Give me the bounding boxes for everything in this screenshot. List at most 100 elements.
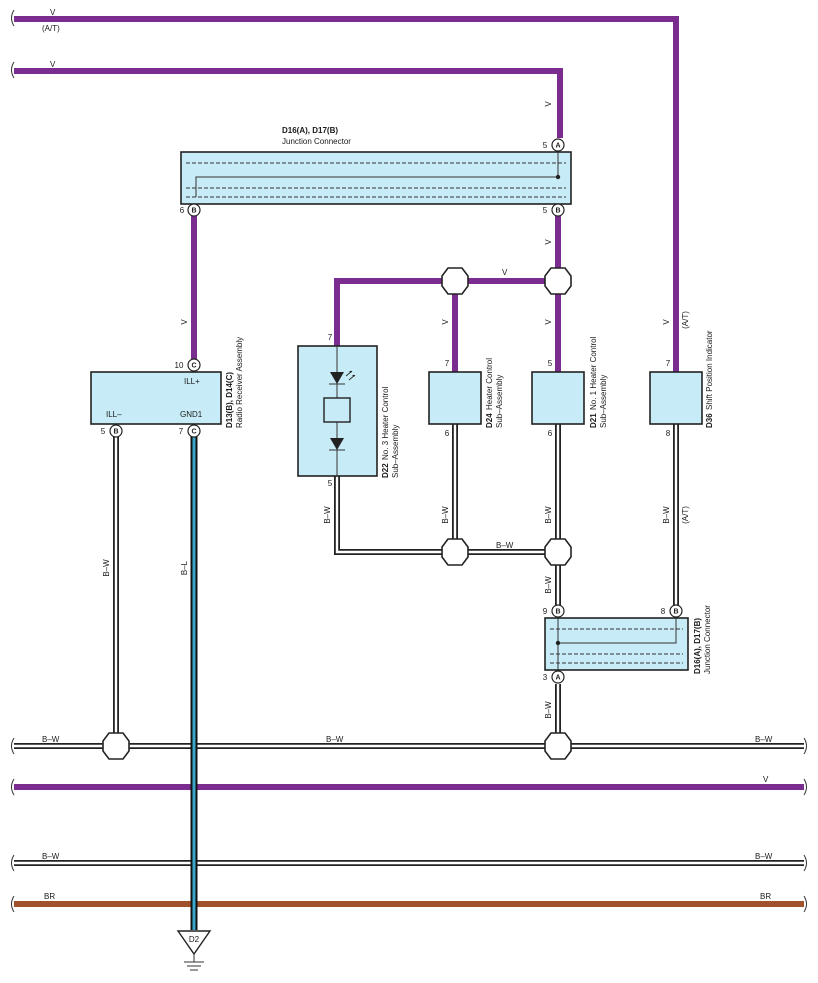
splice-bus-left <box>102 732 130 760</box>
label-bw-jc-out: B–W <box>544 701 553 719</box>
label-at-d36: (A/T) <box>681 311 690 329</box>
label-v-jc-in: V <box>544 101 553 107</box>
splice-bus-right <box>544 732 572 760</box>
d24-name2: Sub–Assembly <box>495 375 504 428</box>
jc-bot-conn-b-right: B <box>673 609 678 616</box>
label-br-left: BR <box>44 892 55 901</box>
switch-icon <box>323 397 351 423</box>
radio-pin-10: 10 <box>175 361 184 370</box>
label-bw-bus1-mid: B–W <box>326 735 344 744</box>
wire-v-d22 <box>334 278 442 346</box>
label-bw-d24: B–W <box>441 506 450 524</box>
label-bw-d22: B–W <box>323 506 332 524</box>
label-at-top: (A/T) <box>42 24 60 33</box>
d24-id: D24 <box>485 413 494 428</box>
splice-d24 <box>441 267 469 295</box>
splice-d21 <box>544 267 572 295</box>
radio-ill-minus: ILL– <box>106 410 122 419</box>
d22-pin-7: 7 <box>328 333 333 342</box>
wire-v-at <box>14 16 679 372</box>
d36-id: D36 <box>705 413 714 428</box>
label-v-second: V <box>50 60 56 69</box>
jc-bot-pin-3: 3 <box>543 673 548 682</box>
radio-gnd1: GND1 <box>180 410 203 419</box>
wire-labels: V (A/T) V V V V V V V V (A/T) B–W B–W B–… <box>42 8 773 901</box>
label-v-bus-right: V <box>763 775 769 784</box>
diode-icon <box>330 438 344 450</box>
label-bw-horizontal: B–W <box>496 541 514 550</box>
label-v-d36: V <box>662 319 671 325</box>
d22-heater-control: 7 5 D22 No. 3 Heater Control Sub–Assembl… <box>297 333 400 488</box>
jc-bot-subtitle: Junction Connector <box>703 605 712 674</box>
d21-name: No. 1 Heater Control <box>589 336 598 410</box>
violet-wires <box>14 16 804 790</box>
label-bw-bus1-right: B–W <box>755 735 773 744</box>
splice-bw-d24 <box>441 538 469 566</box>
bw-wires <box>14 424 804 866</box>
d24-pin-7: 7 <box>445 359 450 368</box>
splice-bw-d21 <box>544 538 572 566</box>
radio-title: D13(B), D14(C) <box>225 372 234 428</box>
radio-conn-c-top: C <box>191 363 196 370</box>
label-bw-jc-in: B–W <box>544 576 553 594</box>
radio-conn-b: B <box>113 429 118 436</box>
d36-name: Shift Position Indicator <box>705 330 714 410</box>
d21-name2: Sub–Assembly <box>599 375 608 428</box>
radio-ill-plus: ILL+ <box>184 377 200 386</box>
radio-pin-7: 7 <box>179 427 184 436</box>
radio-conn-c-bottom: C <box>191 429 196 436</box>
label-bw-bus2-right: B–W <box>755 852 773 861</box>
ground-d2: D2 <box>176 930 212 971</box>
jc-top-subtitle: Junction Connector <box>282 137 351 146</box>
label-v-radio: V <box>180 319 189 325</box>
wire-break-marks <box>11 9 807 913</box>
label-bw-bus2-left: B–W <box>42 852 60 861</box>
d24-name: Heater Control <box>485 358 494 410</box>
ground-icon <box>176 930 212 956</box>
d22-id: D22 <box>381 463 390 478</box>
radio-pin-5: 5 <box>101 427 106 436</box>
d21-heater-control: 5 6 D21 No. 1 Heater Control Sub–Assembl… <box>531 336 608 438</box>
d21-id: D21 <box>589 413 598 428</box>
d22-pin-5: 5 <box>328 479 333 488</box>
jc-top-pin-6: 6 <box>180 206 185 215</box>
jc-top-conn-b-right: B <box>555 208 560 215</box>
d36-shift-position-indicator: 7 8 D36 Shift Position Indicator <box>649 330 714 438</box>
led-icon <box>330 372 344 384</box>
d24-pin-6: 6 <box>445 429 450 438</box>
jc-bot-conn-a: A <box>555 675 560 682</box>
d22-name2: Sub–Assembly <box>391 425 400 478</box>
label-v-horizontal: V <box>502 268 508 277</box>
jc-bot-conn-b-left: B <box>555 609 560 616</box>
label-bw-d36: B–W <box>662 506 671 524</box>
label-v-jc-out: V <box>544 239 553 245</box>
label-bw-bus1-left: B–W <box>42 735 60 744</box>
d36-pin-7: 7 <box>666 359 671 368</box>
junction-connector-bottom: B 9 B 8 A 3 D16(A), D17(B) Junction Conn… <box>543 604 712 684</box>
d21-pin-5: 5 <box>548 359 553 368</box>
jc-top-pin-a: 5 <box>543 141 548 150</box>
jc-bot-pin-8: 8 <box>661 607 666 616</box>
label-at-d36-bottom: (A/T) <box>681 506 690 524</box>
radio-subtitle: Radio Receiver Assembly <box>235 337 244 428</box>
jc-top-title: D16(A), D17(B) <box>282 126 338 135</box>
d24-heater-control: 7 6 D24 Heater Control Sub–Assembly <box>428 358 504 438</box>
radio-receiver-assembly: ILL+ ILL– GND1 C 10 B 5 C 7 D13(B), D14(… <box>90 337 244 438</box>
label-bw-d21: B–W <box>544 506 553 524</box>
label-v-top: V <box>50 8 56 17</box>
jc-bot-pin-9: 9 <box>543 607 548 616</box>
label-v-d24: V <box>441 319 450 325</box>
wire-v-main <box>14 68 563 138</box>
jc-top-conn-a: A <box>555 143 560 150</box>
label-bl-radio: B–L <box>180 560 189 575</box>
d36-pin-8: 8 <box>666 429 671 438</box>
ground-id: D2 <box>189 935 200 944</box>
splice-points <box>102 267 572 760</box>
label-v-d21: V <box>544 319 553 325</box>
d22-name: No. 3 Heater Control <box>381 386 390 460</box>
jc-bot-title: D16(A), D17(B) <box>693 618 702 674</box>
label-bw-radio: B–W <box>102 559 111 577</box>
jc-top-pin-5: 5 <box>543 206 548 215</box>
